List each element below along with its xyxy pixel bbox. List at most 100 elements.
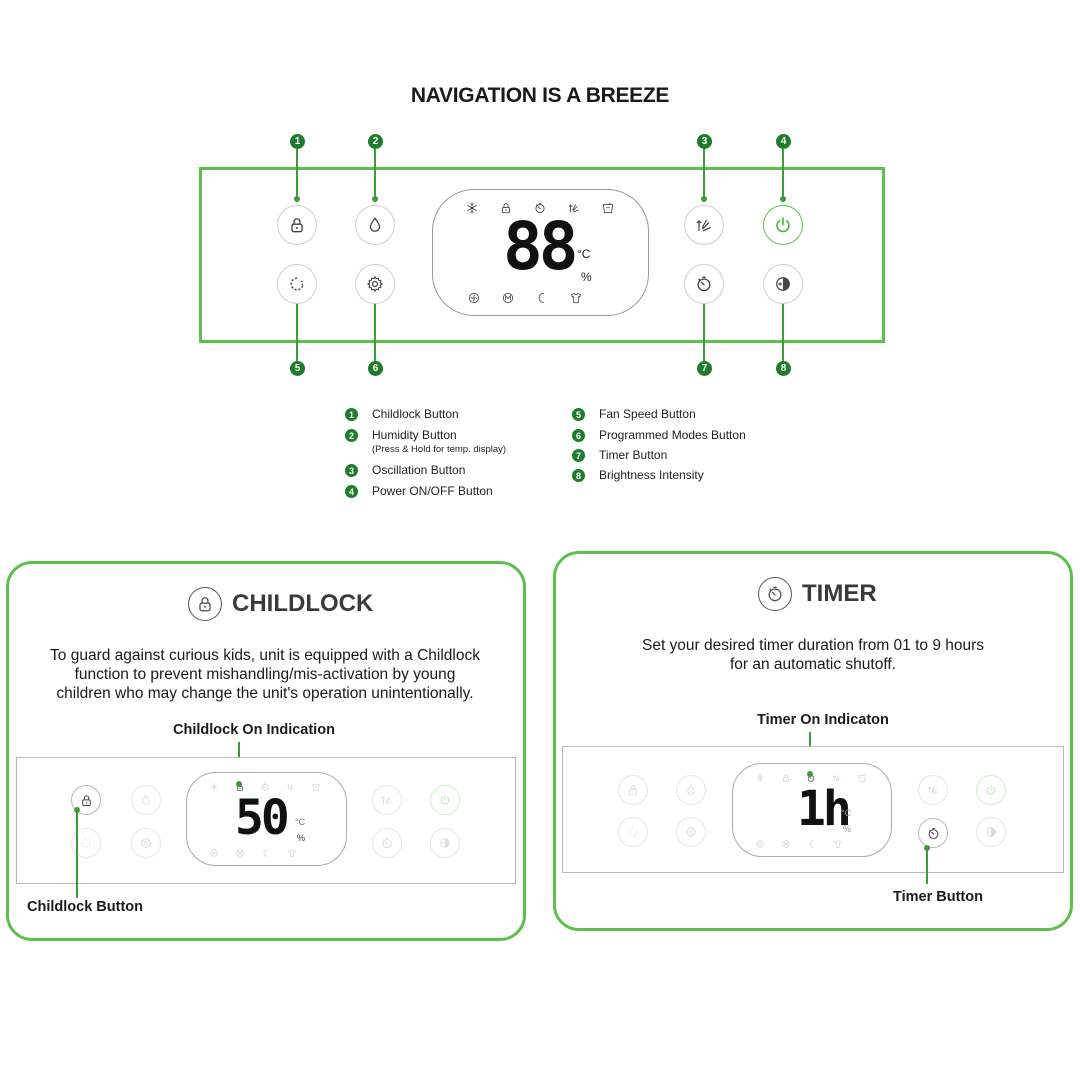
callout-number-6: 6: [368, 361, 383, 376]
drop-icon: [684, 783, 698, 797]
unit-percent: %: [581, 270, 592, 284]
callout-line: [926, 848, 928, 884]
callout-dot: [236, 781, 242, 787]
drop-icon: [139, 793, 153, 807]
snowflake-icon: [465, 201, 479, 215]
callout-number-8: 8: [776, 361, 791, 376]
oscillation-icon: [926, 783, 940, 797]
shirt-icon: [833, 839, 843, 849]
timer-card: [553, 551, 1073, 931]
faded-button: [372, 785, 402, 815]
callout-line: [782, 301, 784, 361]
display-digits: 50: [235, 790, 290, 846]
fan-speed-icon: [79, 836, 93, 850]
faded-button: [131, 828, 161, 858]
callout-line: [782, 149, 784, 199]
timer-button[interactable]: [684, 264, 724, 304]
lock-icon: [79, 793, 94, 808]
childlock-button[interactable]: [277, 205, 317, 245]
timer-icon: [694, 274, 714, 294]
callout-line: [374, 149, 376, 199]
callout-number-5: 5: [290, 361, 305, 376]
fan-icon: [755, 839, 765, 849]
faded-button: [676, 817, 706, 847]
oscillation-icon: [380, 793, 394, 807]
timer-lcd-display: 1h °C %: [732, 763, 892, 857]
power-icon: [984, 783, 998, 797]
display-digits: 1h: [797, 781, 852, 837]
gear-icon: [365, 274, 385, 294]
callout-number-7: 7: [697, 361, 712, 376]
faded-button: [676, 775, 706, 805]
timer-indicator-label: Timer On Indicaton: [757, 712, 889, 728]
page-title: NAVIGATION IS A BREEZE: [410, 84, 670, 107]
brightness-icon: [773, 274, 793, 294]
legend-item: 2 Humidity Button(Press & Hold for temp.…: [345, 428, 506, 457]
mode-m-icon: [781, 839, 791, 849]
humidity-button[interactable]: [355, 205, 395, 245]
faded-button: [430, 828, 460, 858]
faded-button: [618, 817, 648, 847]
callout-dot: [372, 196, 378, 202]
legend-item: 7 Timer Button: [572, 448, 667, 462]
drop-icon: [365, 215, 385, 235]
faded-button: [976, 817, 1006, 847]
unit-percent: %: [297, 833, 306, 843]
callout-line: [296, 149, 298, 199]
legend-item: 5 Fan Speed Button: [572, 407, 696, 421]
faded-button: [618, 775, 648, 805]
callout-number-3: 3: [697, 134, 712, 149]
shirt-icon: [569, 291, 583, 305]
oscillation-button[interactable]: [684, 205, 724, 245]
power-button[interactable]: [763, 205, 803, 245]
legend-subnote: (Press & Hold for temp. display): [372, 444, 507, 455]
callout-dot: [807, 771, 813, 777]
callout-line: [76, 810, 78, 898]
gear-icon: [139, 836, 153, 850]
callout-number-2: 2: [368, 134, 383, 149]
fan-speed-icon: [287, 274, 307, 294]
shirt-icon: [287, 848, 297, 858]
brightness-icon: [984, 825, 998, 839]
callout-line: [703, 301, 705, 361]
fan-speed-button[interactable]: [277, 264, 317, 304]
display-digits: 88: [503, 208, 579, 285]
callout-number-1: 1: [290, 134, 305, 149]
callout-dot: [701, 196, 707, 202]
faded-button: [131, 785, 161, 815]
childlock-description: To guard against curious kids, unit is e…: [50, 647, 480, 702]
childlock-title: CHILDLOCK: [188, 587, 373, 621]
legend-item: 4 Power ON/OFF Button: [345, 484, 493, 498]
timer-button-label: Timer Button: [893, 889, 983, 905]
timer-description: Set your desired timer duration from 01 …: [641, 637, 985, 673]
bucket-icon: [857, 773, 867, 783]
timer-icon: [758, 577, 792, 611]
snowflake-icon: [755, 773, 765, 783]
moon-icon: [261, 848, 271, 858]
legend-item: 6 Programmed Modes Button: [572, 428, 746, 442]
legend-item: 3 Oscillation Button: [345, 463, 465, 477]
timer-icon: [926, 826, 941, 841]
legend-item: 8 Brightness Intensity: [572, 468, 704, 482]
unit-celsius: °C: [577, 247, 591, 261]
unit-celsius: °C: [841, 808, 852, 818]
timer-icon: [380, 836, 394, 850]
mode-m-icon: [235, 848, 245, 858]
timer-button-highlight: [918, 818, 948, 848]
power-icon: [438, 793, 452, 807]
fan-speed-icon: [626, 825, 640, 839]
mode-m-icon: [501, 291, 515, 305]
brightness-button[interactable]: [763, 264, 803, 304]
programmed-modes-button[interactable]: [355, 264, 395, 304]
faded-button: [430, 785, 460, 815]
faded-button: [918, 775, 948, 805]
childlock-button-label: Childlock Button: [27, 899, 143, 915]
oscillation-icon: [694, 215, 714, 235]
brightness-icon: [438, 836, 452, 850]
snowflake-icon: [209, 782, 219, 792]
callout-line: [296, 301, 298, 361]
callout-number-4: 4: [776, 134, 791, 149]
unit-celsius: °C: [295, 817, 306, 827]
faded-button: [976, 775, 1006, 805]
moon-icon: [535, 291, 549, 305]
